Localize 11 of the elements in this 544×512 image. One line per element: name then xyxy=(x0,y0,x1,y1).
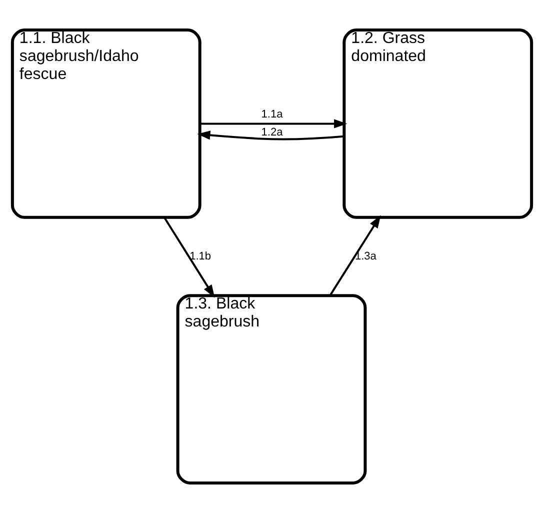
arrow xyxy=(200,118,348,128)
arrow xyxy=(197,130,344,140)
arrow xyxy=(329,214,381,296)
edge-label: 1.2a xyxy=(261,126,283,138)
edge-label: 1.3a xyxy=(354,250,376,262)
edge-label: 1.1b xyxy=(190,250,212,262)
node-box: 1.2. Grass dominated xyxy=(342,28,534,218)
edge-label: 1.1a xyxy=(261,108,283,120)
node-box: 1.1. Black sagebrush/Idaho fescue xyxy=(10,28,202,218)
arrow xyxy=(164,216,215,298)
node-box: 1.3. Black sagebrush xyxy=(176,294,367,484)
